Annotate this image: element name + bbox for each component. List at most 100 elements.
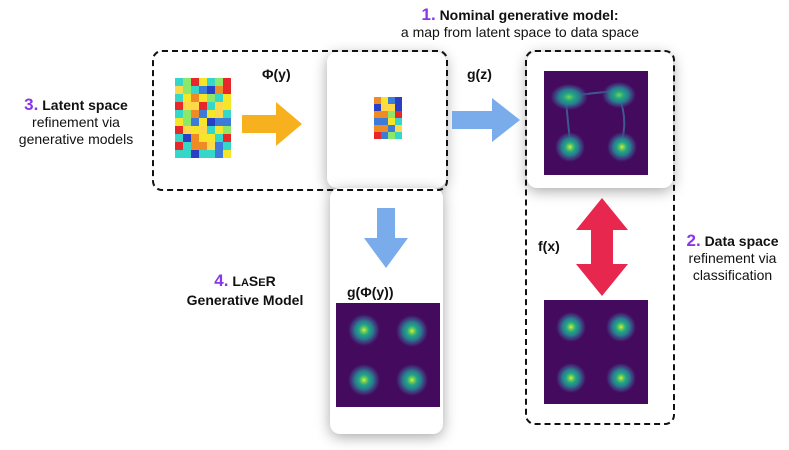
latent-cell [183, 118, 191, 126]
g-phi-label: g(Φ(y)) [347, 284, 394, 300]
latent-cell [215, 78, 223, 86]
step3-number: 3. [24, 95, 39, 114]
latent-cell [215, 94, 223, 102]
latent-cell [381, 97, 388, 104]
step1-number: 1. [421, 5, 436, 24]
g-down-arrow [364, 208, 408, 268]
step4-label: 4. LASER Generative Model [160, 272, 330, 309]
latent-cell [395, 125, 402, 132]
phi-label: Φ(y) [262, 66, 291, 82]
latent-cell [183, 134, 191, 142]
latent-cell [215, 102, 223, 110]
latent-cell [395, 97, 402, 104]
step3-line2: refinement via [32, 114, 120, 130]
latent-cell [175, 134, 183, 142]
latent-cell [183, 102, 191, 110]
latent-cell [175, 110, 183, 118]
latent-cell [175, 102, 183, 110]
data-refinement-box [525, 50, 675, 425]
latent-cell [199, 118, 207, 126]
latent-cell [207, 118, 215, 126]
latent-cell [191, 134, 199, 142]
latent-cell [199, 78, 207, 86]
latent-cell [223, 86, 231, 94]
latent-cell [199, 102, 207, 110]
f-double-arrow [576, 198, 628, 296]
latent-cell [183, 142, 191, 150]
latent-cell [175, 126, 183, 134]
latent-cell [388, 132, 395, 139]
latent-cell [183, 78, 191, 86]
step1-label: 1. Nominal generative model: a map from … [370, 6, 670, 41]
latent-cell [199, 126, 207, 134]
g-label: g(z) [467, 66, 492, 82]
latent-cell [183, 126, 191, 134]
g-arrow [452, 98, 520, 142]
f-label: f(x) [538, 238, 560, 254]
latent-cell [183, 150, 191, 158]
latent-grid-small [374, 97, 402, 139]
latent-cell [374, 104, 381, 111]
latent-cell [199, 110, 207, 118]
latent-cell [191, 86, 199, 94]
latent-cell [215, 118, 223, 126]
latent-cell [215, 134, 223, 142]
step1-title: Nominal generative model: [439, 7, 619, 23]
latent-cell [374, 118, 381, 125]
latent-cell [223, 150, 231, 158]
latent-cell [199, 150, 207, 158]
refined-output-plot [544, 300, 648, 404]
latent-cell [223, 126, 231, 134]
latent-cell [215, 126, 223, 134]
latent-cell [207, 102, 215, 110]
latent-cell [175, 142, 183, 150]
latent-cell [207, 86, 215, 94]
latent-cell [223, 94, 231, 102]
latent-cell [223, 142, 231, 150]
latent-cell [191, 142, 199, 150]
latent-cell [215, 150, 223, 158]
latent-cell [395, 132, 402, 139]
step3-title: Latent space [42, 97, 128, 113]
latent-cell [191, 150, 199, 158]
latent-cell [388, 97, 395, 104]
latent-cell [191, 118, 199, 126]
latent-cell [395, 111, 402, 118]
latent-cell [191, 110, 199, 118]
latent-cell [207, 94, 215, 102]
step2-label: 2. Data space refinement via classificat… [676, 232, 789, 284]
latent-cell [381, 125, 388, 132]
latent-cell [183, 110, 191, 118]
latent-cell [381, 118, 388, 125]
latent-cell [207, 110, 215, 118]
latent-cell [207, 150, 215, 158]
step3-line3: generative models [18, 131, 134, 147]
latent-cell [199, 142, 207, 150]
step3-label: 3. Latent space refinement via generativ… [0, 96, 152, 148]
latent-cell [215, 110, 223, 118]
phi-arrow [242, 102, 302, 146]
latent-cell [381, 104, 388, 111]
latent-cell [223, 78, 231, 86]
latent-cell [388, 104, 395, 111]
latent-refinement-box [152, 50, 448, 191]
step4-title: LASER [232, 273, 276, 289]
latent-cell [175, 150, 183, 158]
latent-cell [199, 134, 207, 142]
step2-title: Data space [704, 233, 779, 249]
latent-cell [374, 125, 381, 132]
step2-line2: refinement via [688, 250, 777, 266]
latent-cell [374, 132, 381, 139]
latent-cell [175, 86, 183, 94]
latent-cell [374, 111, 381, 118]
latent-cell [215, 86, 223, 94]
latent-cell [223, 110, 231, 118]
latent-cell [207, 78, 215, 86]
laser-output-plot [336, 303, 440, 407]
latent-cell [191, 102, 199, 110]
latent-cell [207, 142, 215, 150]
latent-cell [388, 125, 395, 132]
latent-cell [199, 94, 207, 102]
step4-line2: Generative Model [186, 292, 304, 308]
nominal-output-plot [544, 71, 648, 175]
